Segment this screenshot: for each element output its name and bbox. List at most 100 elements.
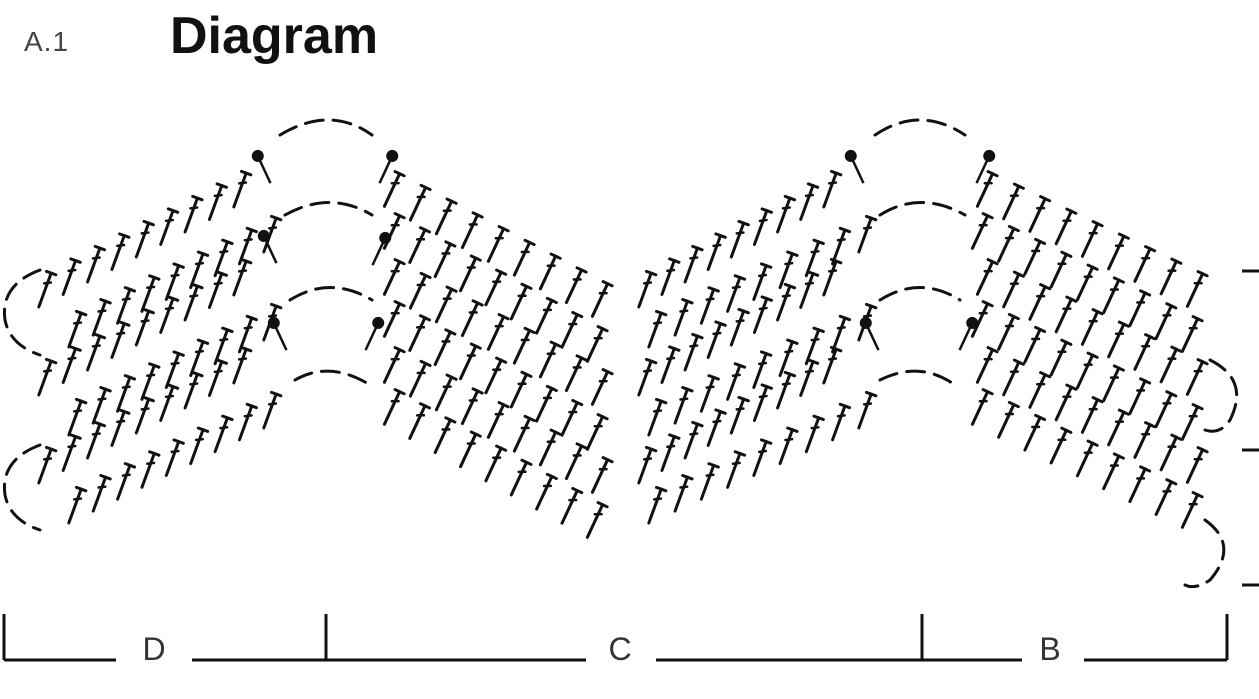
dc-stitch-symbol bbox=[164, 438, 185, 477]
dc-stitch-symbol bbox=[67, 485, 88, 525]
dc-stitch-symbol bbox=[460, 387, 484, 426]
bracket-b: B bbox=[922, 614, 1229, 667]
dc-stitch-symbol bbox=[434, 373, 458, 412]
dc-stitch-symbol bbox=[752, 262, 773, 301]
dc-stitch-symbol bbox=[110, 232, 131, 271]
dc-stitch-symbol bbox=[699, 462, 720, 501]
dc-stitch-symbol bbox=[189, 338, 210, 378]
dc-stitch-symbol bbox=[159, 295, 180, 334]
dc-stitch-symbol bbox=[1180, 315, 1204, 353]
dc-stitch-symbol bbox=[213, 414, 234, 454]
dc-stitch-symbol bbox=[1107, 320, 1130, 359]
dc-stitch-symbol bbox=[486, 225, 510, 263]
dc-stitch-symbol bbox=[159, 207, 180, 246]
dc-stitch-symbol bbox=[237, 402, 258, 442]
dc-stitch-symbol bbox=[140, 450, 161, 489]
section-brackets: D C B bbox=[2, 614, 1229, 667]
dc-stitch-symbol bbox=[408, 314, 432, 352]
dc-stitch-symbol bbox=[538, 428, 562, 467]
dc-stitch-symbol bbox=[232, 257, 253, 297]
dc-stitch-symbol bbox=[683, 420, 704, 460]
dc-stitch-symbol bbox=[164, 350, 185, 389]
dc-stitch-symbol bbox=[590, 456, 614, 494]
chain-stitch-path bbox=[283, 201, 374, 217]
dc-stitch-symbol bbox=[37, 357, 58, 397]
dc-stitch-symbol bbox=[1080, 308, 1104, 346]
dc-stitch-symbol bbox=[382, 258, 406, 296]
dc-stitch-symbol bbox=[207, 182, 228, 221]
dc-stitch-symbol bbox=[857, 390, 878, 430]
dc-stitch-symbol bbox=[1023, 237, 1047, 276]
dc-stitch-symbol bbox=[729, 395, 750, 435]
dc-stitch-symbol bbox=[1080, 396, 1104, 434]
dc-stitch-symbol bbox=[564, 442, 588, 481]
dc-stitch-symbol bbox=[970, 300, 994, 338]
dc-stitch-symbol bbox=[590, 368, 614, 406]
dc-stitch-symbol bbox=[975, 258, 999, 296]
dc-stitch-symbol bbox=[459, 342, 482, 381]
slip-stitch-symbol bbox=[371, 231, 392, 266]
dc-stitch-symbol bbox=[459, 430, 482, 469]
dc-stitch-symbol bbox=[1185, 446, 1209, 484]
dc-stitch-symbol bbox=[699, 374, 720, 413]
chain-stitch-path bbox=[1203, 358, 1239, 433]
chain-stitch-path bbox=[878, 369, 957, 387]
dc-stitch-symbol bbox=[434, 197, 458, 236]
dc-stitch-symbol bbox=[776, 282, 797, 322]
dc-stitch-symbol bbox=[37, 445, 58, 485]
dc-stitch-symbol bbox=[1075, 263, 1099, 302]
slip-stitch-symbol bbox=[364, 316, 385, 351]
dc-stitch-symbol bbox=[1133, 421, 1157, 459]
dc-stitch-symbol bbox=[1102, 276, 1125, 315]
dc-stitch-symbol bbox=[831, 314, 852, 354]
dc-stitch-symbol bbox=[1154, 478, 1178, 516]
dc-stitch-symbol bbox=[975, 170, 999, 208]
dc-stitch-symbol bbox=[637, 357, 658, 397]
dc-stitch-symbol bbox=[86, 420, 107, 460]
dc-stitch-symbol bbox=[183, 370, 204, 410]
dc-stitch-symbol bbox=[207, 270, 228, 309]
dc-stitch-symbol bbox=[134, 307, 155, 347]
dc-stitch-symbol bbox=[1002, 358, 1025, 397]
dc-stitch-symbol bbox=[408, 226, 432, 264]
dc-stitch-symbol bbox=[660, 257, 681, 296]
dc-stitch-symbol bbox=[1049, 426, 1073, 465]
dc-stitch-symbol bbox=[1159, 345, 1183, 384]
dc-stitch-symbol bbox=[91, 386, 112, 425]
dc-stitch-symbol bbox=[799, 358, 820, 397]
dc-stitch-symbol bbox=[1028, 195, 1052, 233]
dc-stitch-symbol bbox=[831, 226, 852, 266]
diagram-heading: Diagram bbox=[170, 7, 379, 65]
dc-stitch-symbol bbox=[509, 458, 533, 497]
dc-stitch-symbol bbox=[1028, 283, 1052, 321]
dc-stitch-symbol bbox=[459, 254, 482, 293]
dc-stitch-symbol bbox=[1128, 289, 1152, 328]
dc-stitch-symbol bbox=[486, 401, 510, 439]
dc-stitch-symbol bbox=[484, 444, 508, 483]
dc-stitch-symbol bbox=[433, 416, 457, 455]
dc-stitch-symbol bbox=[975, 346, 999, 384]
stitch-layer bbox=[37, 169, 1209, 539]
dc-stitch-symbol bbox=[752, 207, 773, 246]
dc-stitch-symbol bbox=[116, 286, 137, 325]
dc-stitch-symbol bbox=[232, 169, 253, 209]
figure-label: A.1 bbox=[24, 26, 70, 57]
dc-stitch-symbol bbox=[189, 250, 210, 290]
dc-stitch-symbol bbox=[637, 269, 658, 309]
dc-stitch-symbol bbox=[110, 320, 131, 359]
dc-stitch-symbol bbox=[804, 238, 825, 278]
dc-stitch-symbol bbox=[164, 262, 185, 301]
dc-stitch-symbol bbox=[1159, 433, 1183, 472]
dc-stitch-symbol bbox=[776, 370, 797, 410]
dc-stitch-symbol bbox=[1185, 270, 1209, 308]
dc-stitch-symbol bbox=[752, 295, 773, 334]
dc-stitch-symbol bbox=[1128, 377, 1152, 416]
dc-stitch-symbol bbox=[660, 433, 681, 472]
dc-stitch-symbol bbox=[647, 309, 668, 349]
dc-stitch-symbol bbox=[1054, 295, 1078, 334]
dc-stitch-symbol bbox=[262, 390, 283, 430]
slip-stitch-symbol bbox=[251, 149, 272, 184]
chain-stitch-path bbox=[878, 286, 962, 302]
dc-stitch-symbol bbox=[67, 397, 88, 437]
dc-stitch-symbol bbox=[673, 386, 694, 425]
